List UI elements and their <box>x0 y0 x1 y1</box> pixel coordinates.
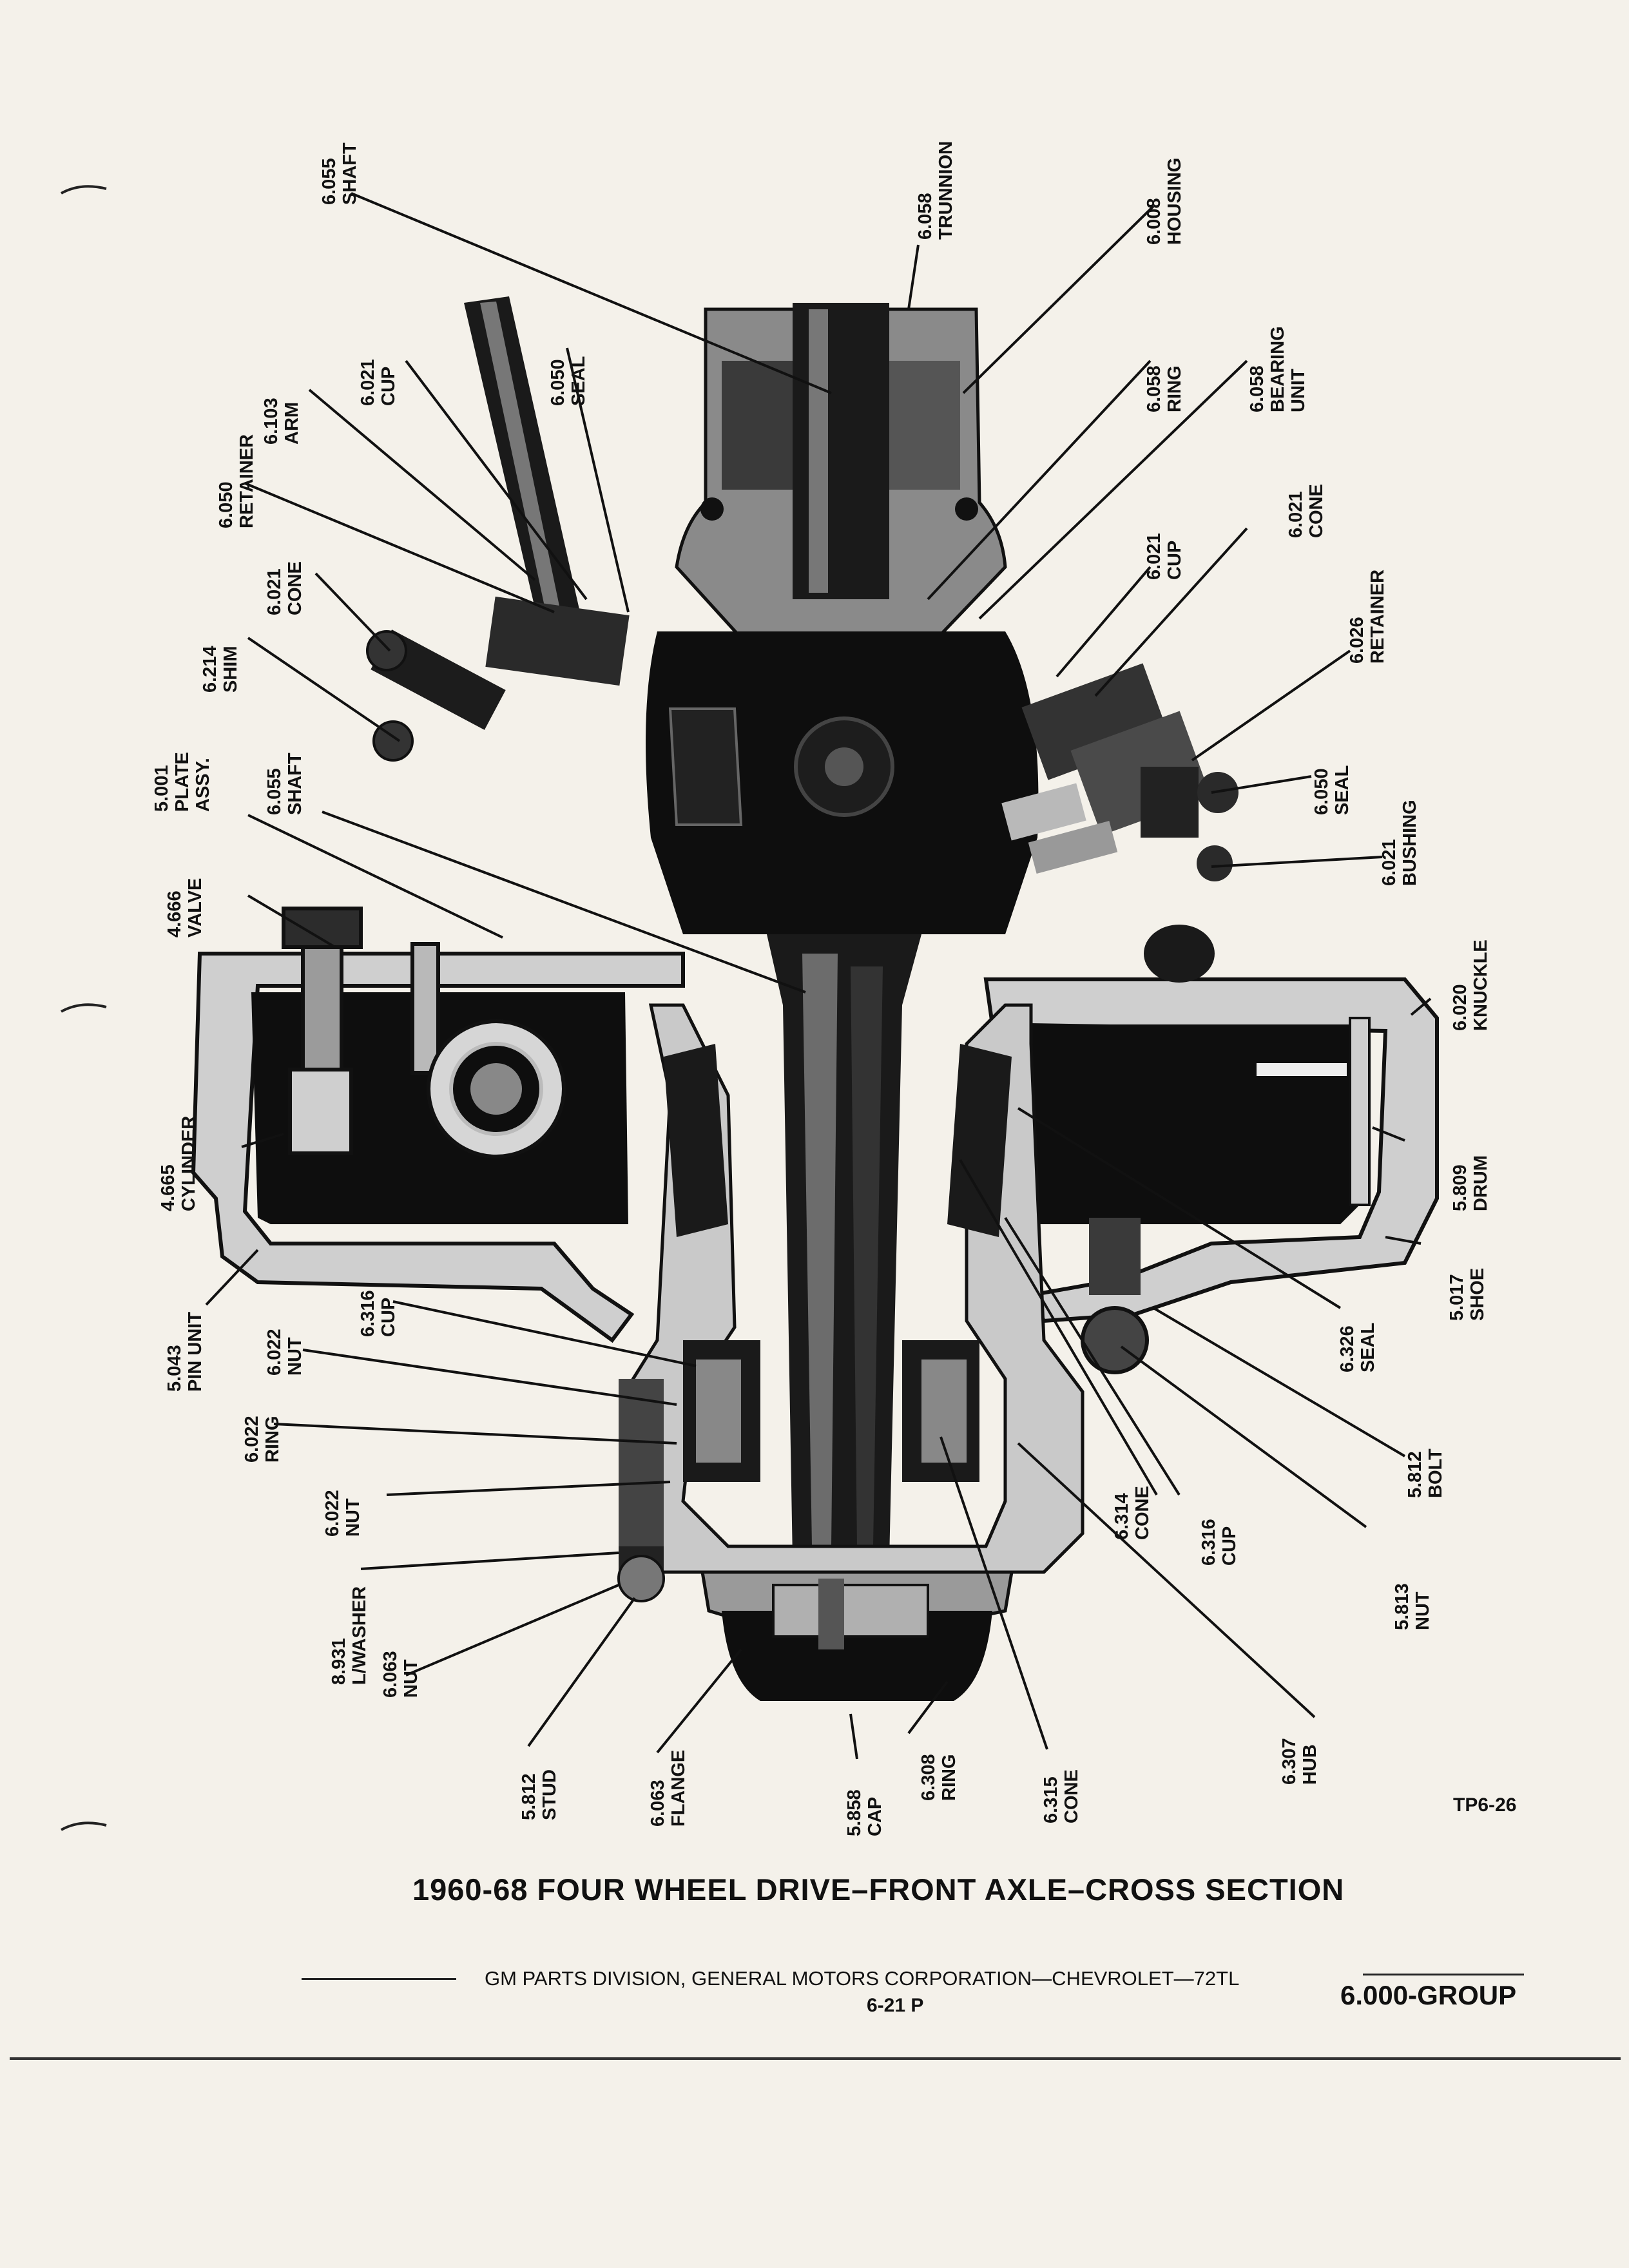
brake-assembly <box>191 907 1439 1374</box>
steering-arm <box>366 296 630 762</box>
bottom-rule <box>10 2057 1621 2060</box>
axle-shaft <box>767 934 921 1559</box>
housing-upper <box>675 303 1007 640</box>
hub <box>617 1003 1084 1602</box>
knuckle-body <box>646 631 1239 934</box>
drive-flange-and-cap <box>700 1570 1014 1701</box>
footer-group-number: 6.000-GROUP <box>1340 1980 1517 2010</box>
leader-lines <box>205 192 1432 1760</box>
footer-rule-right <box>1363 1974 1524 1975</box>
footer-rule-left <box>302 1978 456 1980</box>
footer-publisher: GM PARTS DIVISION, GENERAL MOTORS CORPOR… <box>485 1967 1240 1990</box>
page-title: 1960-68 FOUR WHEEL DRIVE–FRONT AXLE–CROS… <box>412 1872 1345 1907</box>
figure-reference: TP6-26 <box>1453 1794 1517 1816</box>
footer-page-number: 6-21 P <box>867 1995 924 2016</box>
page-edge-marks <box>61 185 107 1831</box>
